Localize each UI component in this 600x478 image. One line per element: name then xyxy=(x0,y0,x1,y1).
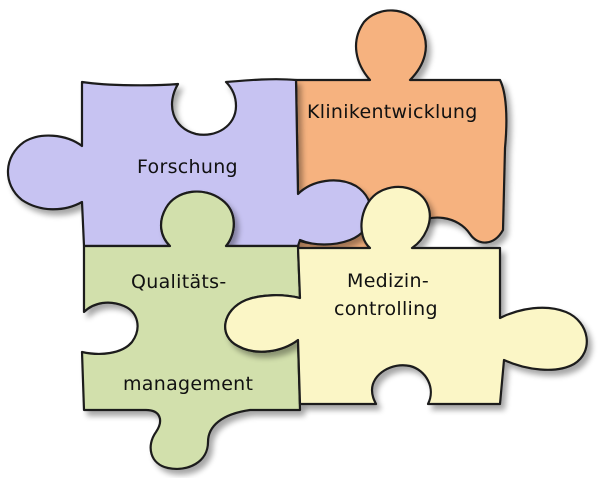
label-forschung: Forschung xyxy=(137,156,238,178)
puzzle-piece-qualitaetsmanagement xyxy=(80,190,302,470)
label-management: management xyxy=(123,373,254,395)
label-qualitaets: Qualitäts- xyxy=(131,271,227,293)
label-controlling: controlling xyxy=(334,298,438,320)
label-klinikentwicklung: Klinikentwicklung xyxy=(307,101,478,123)
puzzle-piece-forschung xyxy=(6,78,373,248)
puzzle-piece-medizincontrolling xyxy=(224,185,588,406)
label-medizin: Medizin- xyxy=(347,270,429,292)
